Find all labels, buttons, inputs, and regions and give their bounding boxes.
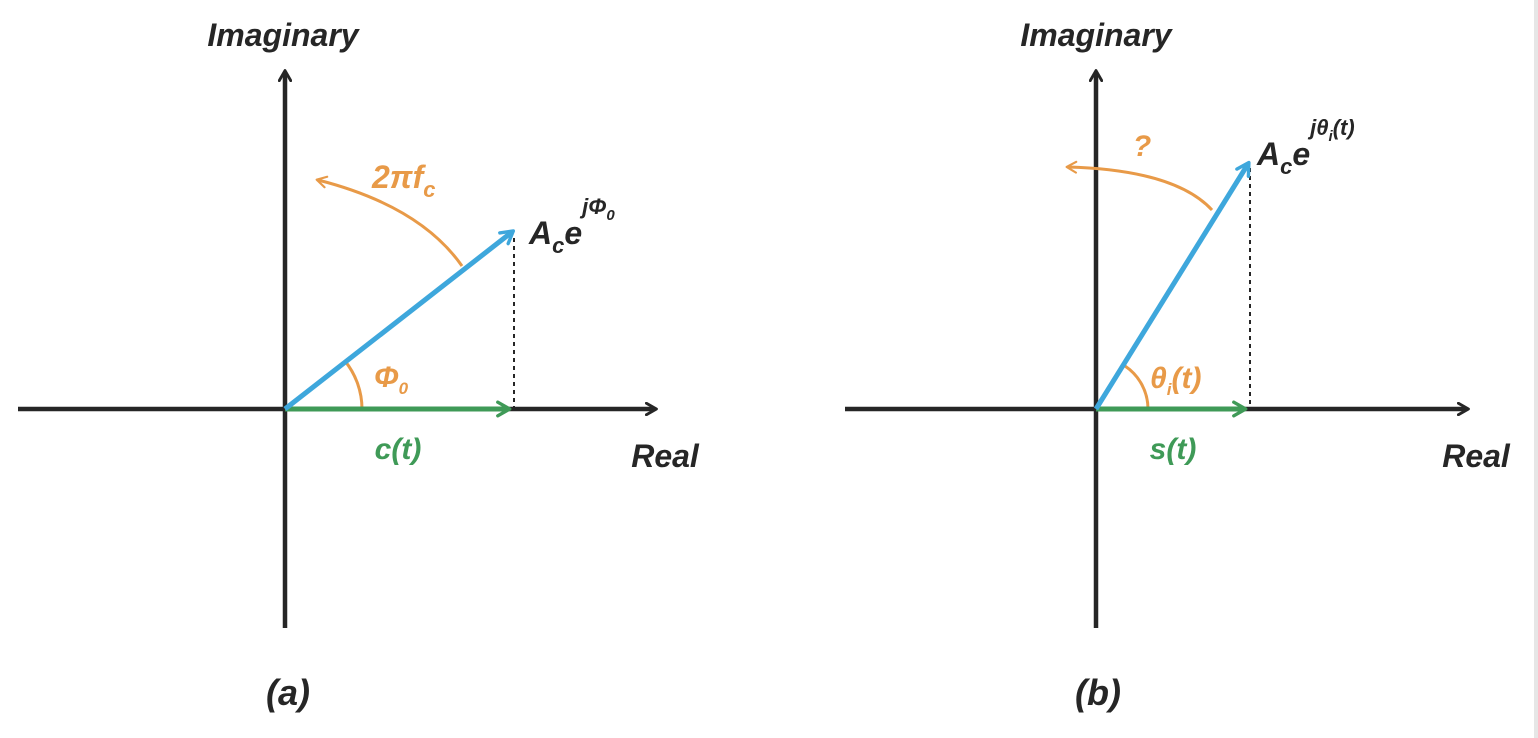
panel-b: Imaginary Real ? Acejθi(t) θi(t) s(t) (b…	[845, 17, 1511, 713]
panel-a-angle-label: Φ0	[374, 361, 409, 398]
panel-a-rotation-label: 2πfc	[371, 159, 435, 202]
panel-a-imaginary-label: Imaginary	[207, 17, 360, 53]
panel-b-rotation-label: ?	[1133, 130, 1151, 163]
panel-a-phasor-arrow	[283, 229, 516, 411]
panel-a-caption: (a)	[266, 672, 310, 713]
panel-b-rotation-arc	[1065, 160, 1214, 212]
panel-a-rotation-arc	[315, 175, 464, 267]
panel-b-real-component-label: s(t)	[1150, 433, 1197, 466]
panel-a-real-component-label: c(t)	[375, 433, 422, 466]
panel-a-real-label: Real	[631, 438, 700, 474]
panel-b-angle-label: θi(t)	[1150, 362, 1201, 399]
panel-b-angle-arc	[1124, 364, 1150, 410]
panel-b-real-label: Real	[1442, 438, 1511, 474]
panel-a-phasor-label: AcejΦ0	[528, 194, 615, 258]
panel-a: Imaginary Real 2πfc AcejΦ0 Φ0 c(t) (a)	[18, 17, 700, 713]
right-edge-strip	[1534, 0, 1538, 738]
panel-b-imaginary-label: Imaginary	[1020, 17, 1173, 53]
panel-b-phasor-label: Acejθi(t)	[1256, 115, 1355, 179]
panel-b-phasor-arrow	[1093, 160, 1251, 411]
panel-b-caption: (b)	[1075, 672, 1121, 713]
panel-a-angle-arc	[343, 360, 364, 410]
